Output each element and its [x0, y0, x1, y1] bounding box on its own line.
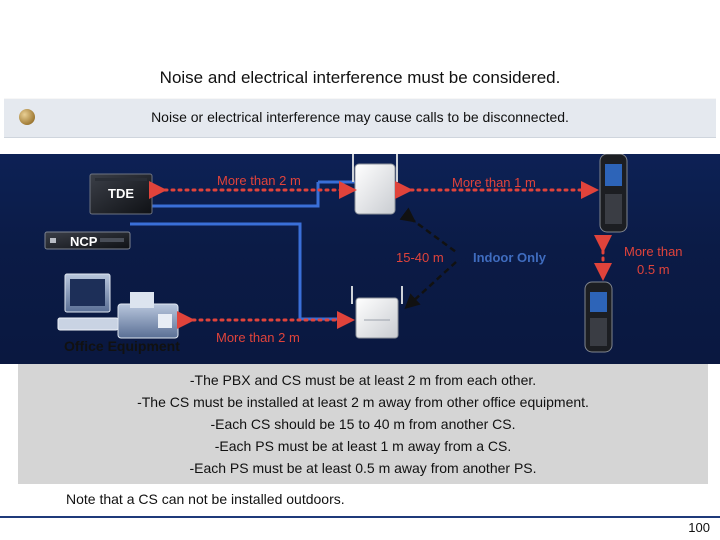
note-text: Note that a CS can not be installed outd…	[66, 491, 345, 507]
fax-machine	[117, 292, 179, 339]
slide-title: Noise and electrical interference must b…	[159, 68, 561, 87]
office-cs-distance: More than 2 m	[216, 330, 300, 345]
subtitle-text: Noise or electrical interference may cau…	[151, 109, 569, 125]
rule-line: -Each CS should be 15 to 40 m from anoth…	[210, 416, 516, 432]
ps-handset-1	[599, 154, 628, 233]
pbx-cs-distance: More than 2 m	[217, 173, 301, 188]
ncp-unit	[44, 231, 131, 250]
rule-line: -Each PS must be at least 1 m away from …	[214, 438, 512, 454]
arrow-cs-cs-bottom	[404, 261, 457, 310]
ncp-label: NCP	[70, 234, 98, 249]
rule-line: -The PBX and CS must be at least 2 m fro…	[189, 372, 537, 388]
cs-unit-1	[352, 154, 398, 215]
footer-divider	[0, 516, 720, 518]
office-equipment-label: Office Equipment	[64, 338, 180, 354]
ps-ps-distance-line2: 0.5 m	[637, 262, 670, 277]
page-number: 100	[688, 520, 710, 535]
cs-cs-distance: 15-40 m	[396, 250, 444, 265]
pc-computer	[57, 273, 119, 331]
diagram-graphics	[44, 154, 628, 353]
installation-diagram: TDE NCP More than 2 m More than 1 m 15-4…	[0, 154, 720, 364]
ps-handset-2	[584, 281, 613, 353]
subtitle-bar: Noise or electrical interference may cau…	[4, 98, 716, 138]
rule-line: -The CS must be installed at least 2 m a…	[137, 394, 589, 410]
arrow-cs-cs-top	[399, 207, 457, 254]
rules-box: -The PBX and CS must be at least 2 m fro…	[18, 364, 708, 484]
indoor-only-label: Indoor Only	[473, 250, 546, 265]
rule-line: -Each PS must be at least 0.5 m away fro…	[189, 460, 537, 476]
cs-unit-2	[351, 286, 403, 339]
bullet-icon	[19, 109, 35, 125]
ps-ps-distance-line1: More than	[624, 244, 683, 259]
cs-ps-distance: More than 1 m	[452, 175, 536, 190]
ps-ps-distance: More than 0.5 m	[624, 244, 683, 277]
tde-label: TDE	[108, 186, 134, 201]
